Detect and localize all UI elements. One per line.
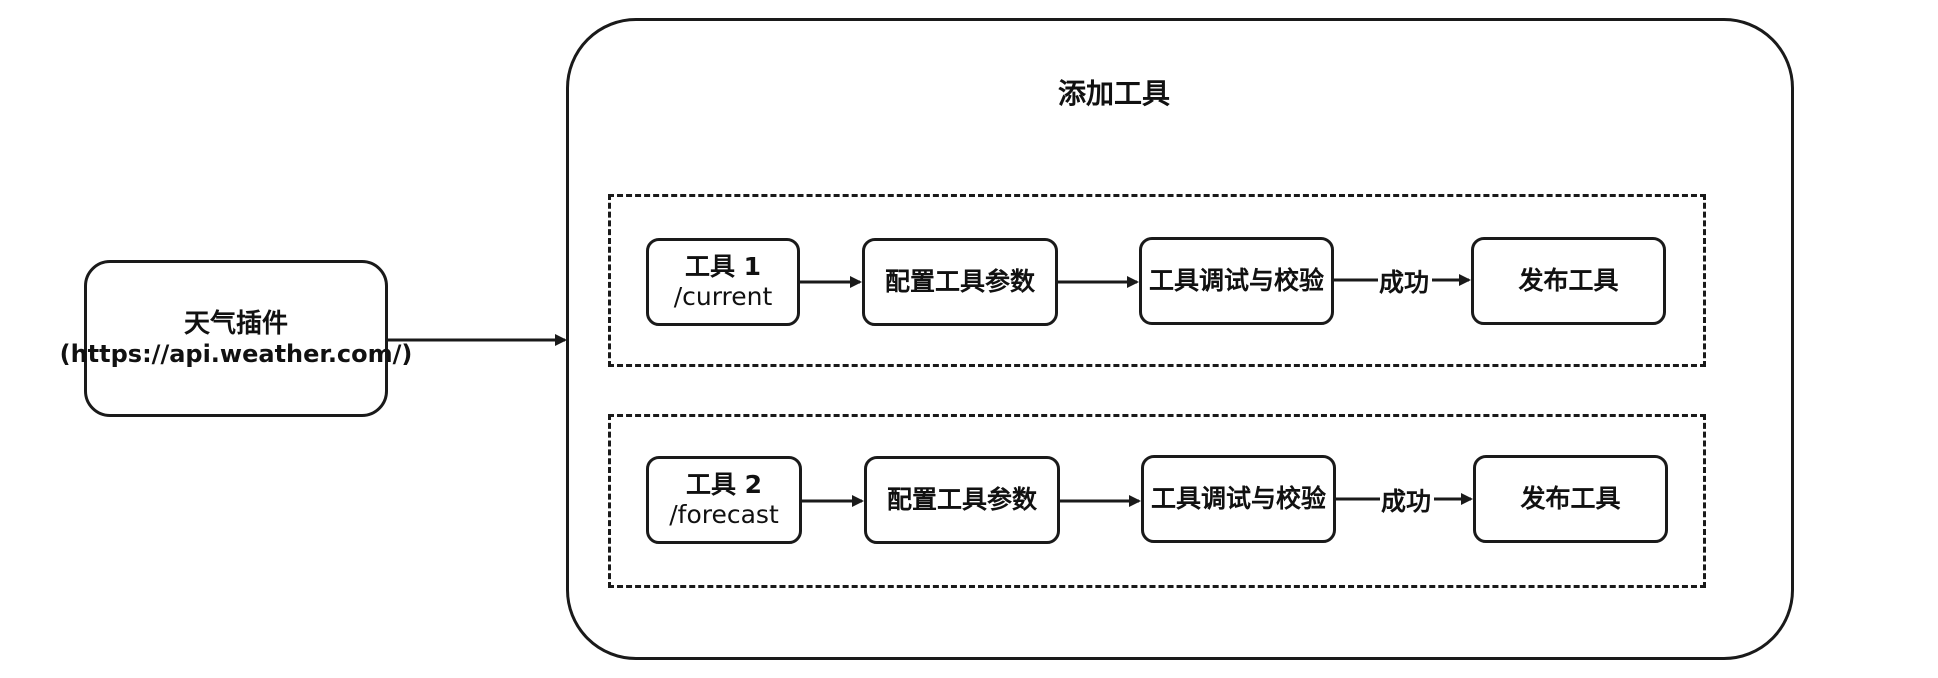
config-params-node-2: 配置工具参数 — [864, 456, 1060, 544]
step-label: 配置工具参数 — [886, 485, 1037, 514]
step-label: 工具调试与校验 — [1148, 266, 1324, 295]
step-label: 配置工具参数 — [884, 267, 1035, 296]
tool-name: 工具 2 — [685, 470, 763, 499]
container-title: 添加工具 — [1058, 77, 1171, 110]
plugin-node: 天气插件 (https://api.weather.com/) — [60, 260, 412, 417]
debug-validate-node-1: 工具调试与校验 — [1139, 237, 1334, 325]
add-tool-container — [566, 18, 1794, 660]
success-label-1: 成功 — [1379, 268, 1430, 297]
success-label-2: 成功 — [1381, 487, 1432, 516]
config-params-node-1: 配置工具参数 — [862, 238, 1058, 326]
tool-node-1: 工具 1 /current — [646, 238, 800, 326]
tool-path: /current — [673, 282, 773, 311]
tool-node-2: 工具 2 /forecast — [646, 456, 802, 544]
plugin-name: 天气插件 — [183, 308, 288, 339]
plugin-url: (https://api.weather.com/) — [59, 339, 413, 368]
publish-tool-node-2: 发布工具 — [1473, 455, 1668, 543]
step-label: 工具调试与校验 — [1150, 484, 1326, 513]
pipeline-group-2 — [608, 414, 1706, 588]
publish-tool-node-1: 发布工具 — [1471, 237, 1666, 325]
debug-validate-node-2: 工具调试与校验 — [1141, 455, 1336, 543]
pipeline-group-1 — [608, 194, 1706, 367]
tool-name: 工具 1 — [684, 252, 762, 281]
step-label: 发布工具 — [1518, 266, 1619, 295]
tool-path: /forecast — [669, 500, 779, 529]
step-label: 发布工具 — [1520, 484, 1621, 513]
